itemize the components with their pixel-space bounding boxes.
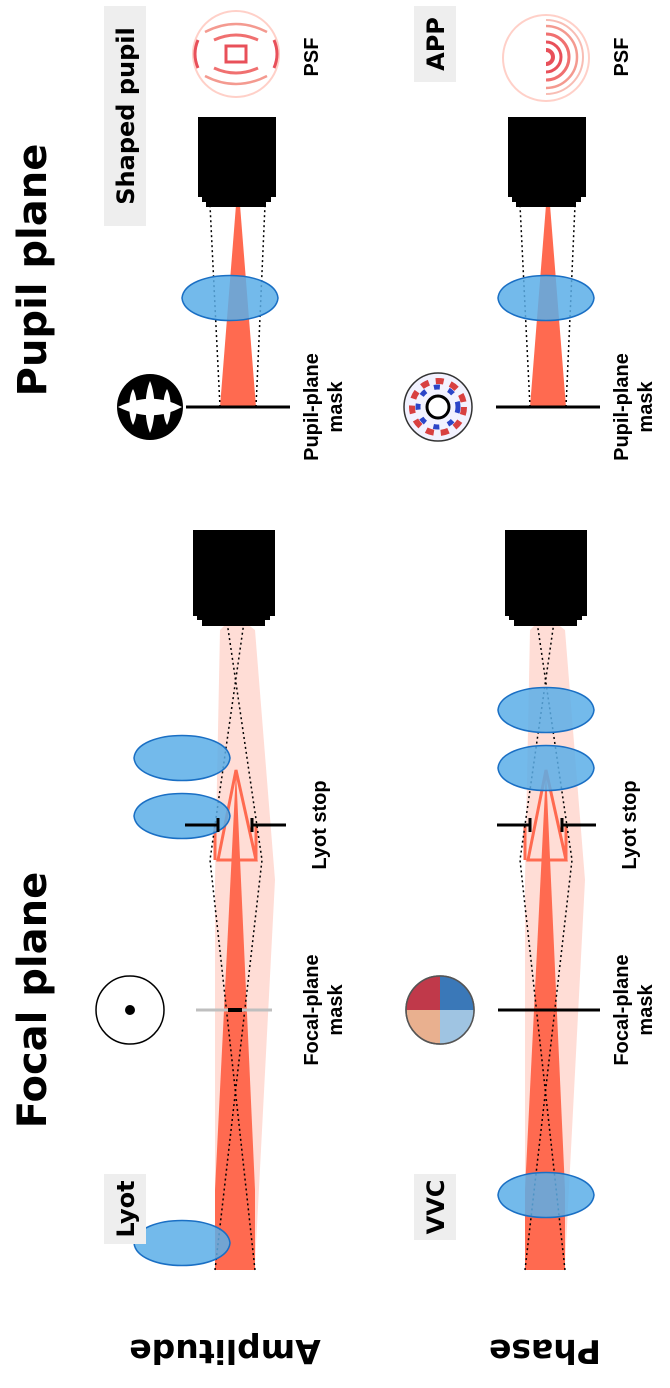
psf-label: PSF: [301, 38, 323, 77]
lens-icon: [181, 274, 279, 322]
phase-row-label: Phase: [489, 1332, 601, 1371]
tag-background: [104, 1174, 146, 1244]
psf-label: PSF: [611, 38, 633, 77]
lyot-stop-label: Lyot stop: [309, 780, 331, 869]
lyot-stop: [185, 818, 286, 832]
lyot-stop: [497, 818, 596, 832]
lens-icon: [133, 792, 231, 840]
app-tag: APP: [422, 17, 450, 71]
vvc-tag: VVC: [422, 1180, 450, 1235]
detector-icon: [508, 117, 586, 207]
amplitude-row-label: Amplitude: [129, 1332, 320, 1371]
lens-icon: [497, 1171, 595, 1219]
lens-icon: [133, 734, 231, 782]
vortex-phase-icon: [405, 975, 475, 1045]
shaped-pupil-tag: Shaped pupil: [112, 27, 140, 204]
occulting-dot-icon: [95, 975, 165, 1045]
tag-background: [414, 1174, 456, 1240]
pupil-plane-mask-label: Pupil-plane: [611, 353, 633, 461]
lens-icon: [497, 686, 595, 734]
lyot-stop-label: Lyot stop: [619, 780, 641, 869]
lens-icon: [133, 1219, 231, 1267]
psf-icon: [502, 14, 590, 102]
pupil-plane-mask-label: mask: [325, 381, 347, 433]
focal-plane-mask-label: mask: [325, 984, 347, 1036]
apodizing-phase-plate-icon: [403, 372, 473, 442]
focal-plane-mask-label: mask: [635, 984, 657, 1036]
lyot-tag: Lyot: [112, 1180, 140, 1237]
psf-icon: [192, 10, 280, 98]
focal-plane-heading: Focal plane: [10, 872, 56, 1128]
lens-icon: [497, 274, 595, 322]
focal-plane-mask-label: Focal-plane: [611, 954, 633, 1065]
detector-icon: [193, 530, 275, 626]
lens-icon: [497, 744, 595, 792]
tag-background: [414, 6, 456, 82]
focal-plane-mask-label: Focal-plane: [301, 954, 323, 1065]
shaped-pupil-icon: [117, 374, 183, 440]
pupil-plane-mask-label: Pupil-plane: [301, 353, 323, 461]
lyot-beam: [209, 614, 275, 1271]
tag-background: [104, 6, 146, 226]
pupil-plane-mask-label: mask: [635, 381, 657, 433]
pupil-plane-heading: Pupil plane: [10, 144, 56, 397]
detector-icon: [505, 530, 587, 626]
detector-icon: [198, 117, 276, 207]
